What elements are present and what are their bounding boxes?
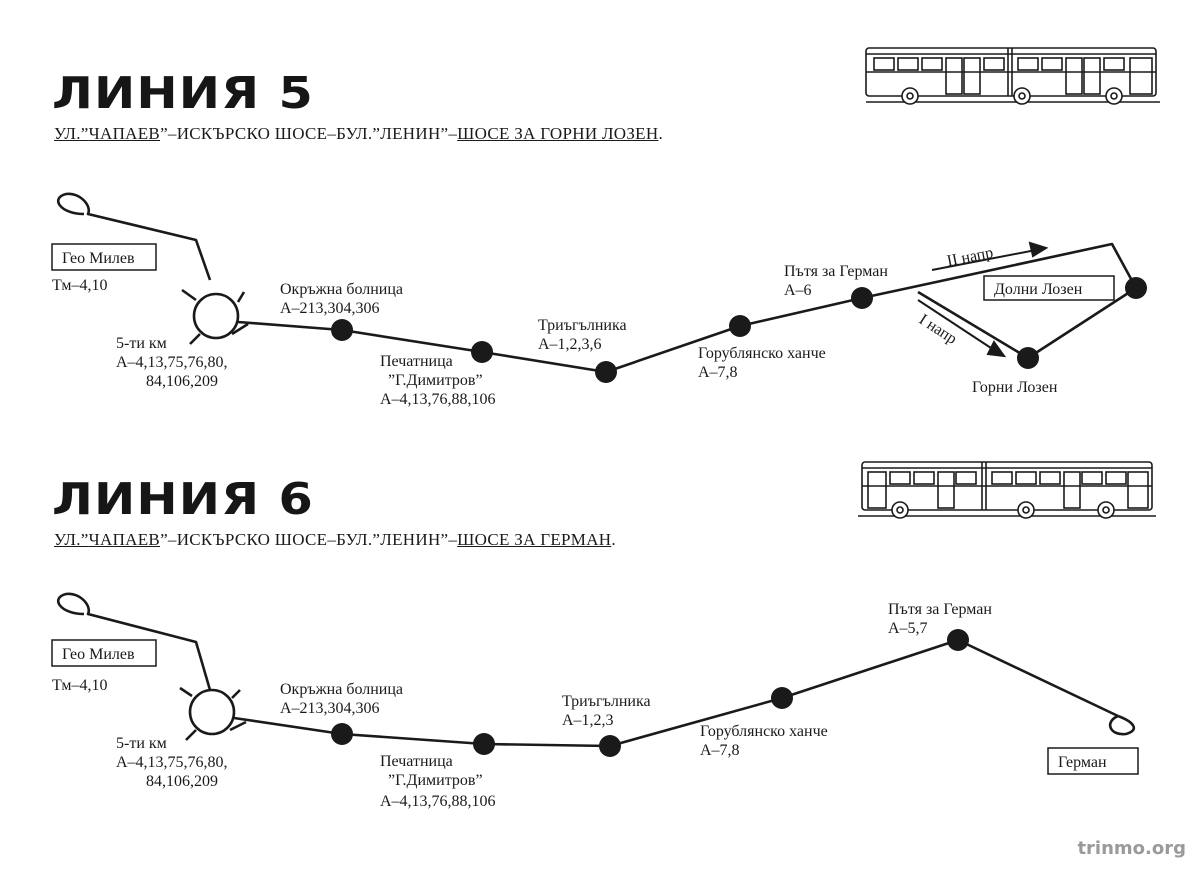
gorubliansko-lines: А–7,8 xyxy=(698,364,738,381)
patya-german-label: Пътя за Герман xyxy=(888,601,992,618)
patya-german-label: Пътя за Герман xyxy=(784,263,888,280)
route-part: ЧАПАЕВ xyxy=(88,530,161,549)
pechatnitsa-label-2: ”Г.Димитров” xyxy=(388,372,483,389)
line-5-route-description: УЛ.”ЧАПАЕВ”–ИСКЪРСКО ШОСЕ–БУЛ.”ЛЕНИН”–ШО… xyxy=(54,124,663,144)
patya-german-lines: А–5,7 xyxy=(888,620,928,637)
route-loop xyxy=(57,192,212,281)
stop-patya-za-german xyxy=(851,287,873,309)
okrazhna-label: Окръжна болница xyxy=(280,681,403,698)
stop-gorubliansko-hanche xyxy=(729,315,751,337)
route-line xyxy=(237,242,1138,374)
triagalnika-lines: А–1,2,3 xyxy=(562,712,614,729)
dolni-lozen-label: Долни Лозен xyxy=(994,281,1083,298)
route-loop xyxy=(57,592,212,691)
stop-gorni-lozen xyxy=(1017,347,1039,369)
line-5-route-map: Гео Милев Тм–4,10 5-ти км А–4,13,75,76,8… xyxy=(51,192,1147,408)
geo-milev-label: Гео Милев xyxy=(62,646,135,663)
route-part: ”–ИСКЪРСКО ШОСЕ–БУЛ.”ЛЕНИН”– xyxy=(160,530,458,549)
okrazhna-lines: А–213,304,306 xyxy=(280,700,380,717)
route-loop-german xyxy=(1108,714,1136,736)
pechatnitsa-lines: А–4,13,76,88,106 xyxy=(380,793,496,810)
german-label: Герман xyxy=(1058,754,1107,771)
arrow-head xyxy=(1028,241,1049,258)
label-box xyxy=(51,639,157,667)
gorubliansko-label: Горублянско ханче xyxy=(700,723,828,740)
roundabout xyxy=(188,688,236,736)
pechatnitsa-label-2: ”Г.Димитров” xyxy=(388,772,483,789)
gorubliansko-lines: А–7,8 xyxy=(700,742,740,759)
line-6-route-description: УЛ.”ЧАПАЕВ”–ИСКЪРСКО ШОСЕ–БУЛ.”ЛЕНИН”–ШО… xyxy=(54,530,616,550)
stop-triagalnika xyxy=(599,735,621,757)
stop-triagalnika xyxy=(595,361,617,383)
okrazhna-lines: А–213,304,306 xyxy=(280,300,380,317)
route-part: ”–ИСКЪРСКО ШОСЕ–БУЛ.”ЛЕНИН”– xyxy=(160,124,458,143)
arrow-head xyxy=(986,340,1007,358)
route-part: УЛ.” xyxy=(54,530,89,549)
line-5-title: ЛИНИЯ 5 xyxy=(52,68,314,119)
roundabout xyxy=(192,292,240,340)
stop-okrazhna-bolnitsa xyxy=(331,319,353,341)
articulated-bus-icon xyxy=(858,461,1156,519)
km5-label: 5-ти км xyxy=(116,335,167,352)
pechatnitsa-lines: А–4,13,76,88,106 xyxy=(380,391,496,408)
route-part: . xyxy=(658,124,664,143)
km5-lines: А–4,13,75,76,80, xyxy=(116,354,228,371)
pechatnitsa-label: Печатница xyxy=(380,353,453,370)
patya-german-lines: А–6 xyxy=(784,282,812,299)
label-box xyxy=(983,275,1115,301)
triagalnika-label: Триъгълника xyxy=(562,693,651,710)
km5-lines-cont: 84,106,209 xyxy=(146,373,218,390)
km5-lines-cont: 84,106,209 xyxy=(146,773,218,790)
route-part: ЧАПАЕВ xyxy=(88,124,161,143)
stop-okrazhna-bolnitsa xyxy=(331,723,353,745)
geo-milev-lines: Тм–4,10 xyxy=(52,677,108,694)
stop-patya-za-german xyxy=(947,629,969,651)
direction-ii-arrow xyxy=(931,249,1037,271)
route-part: УЛ.” xyxy=(54,124,89,143)
line-6-title: ЛИНИЯ 6 xyxy=(52,474,314,525)
stop-dolni-lozen xyxy=(1125,277,1147,299)
stop-pechatnitsa xyxy=(471,341,493,363)
geo-milev-lines: Тм–4,10 xyxy=(52,277,108,294)
watermark: trinmo.org xyxy=(1077,838,1186,859)
triagalnika-lines: А–1,2,3,6 xyxy=(538,336,602,353)
okrazhna-label: Окръжна болница xyxy=(280,281,403,298)
pechatnitsa-label: Печатница xyxy=(380,753,453,770)
stop-pechatnitsa xyxy=(473,733,495,755)
articulated-bus-icon xyxy=(865,47,1160,105)
label-box xyxy=(51,243,157,271)
geo-milev-label: Гео Милев xyxy=(62,250,135,267)
direction-i-arrow xyxy=(917,299,995,351)
km5-lines: А–4,13,75,76,80, xyxy=(116,754,228,771)
gorubliansko-label: Горублянско ханче xyxy=(698,345,826,362)
gorni-lozen-label: Горни Лозен xyxy=(972,379,1058,396)
stop-gorubliansko-hanche xyxy=(771,687,793,709)
route-part: . xyxy=(611,530,616,549)
route-part: ШОСЕ ЗА ГОРНИ ЛОЗЕН xyxy=(457,124,659,143)
triagalnika-label: Триъгълника xyxy=(538,317,627,334)
km5-label: 5-ти км xyxy=(116,735,167,752)
route-part: ШОСЕ ЗА ГЕРМАН xyxy=(457,530,612,549)
label-box xyxy=(1047,747,1139,775)
